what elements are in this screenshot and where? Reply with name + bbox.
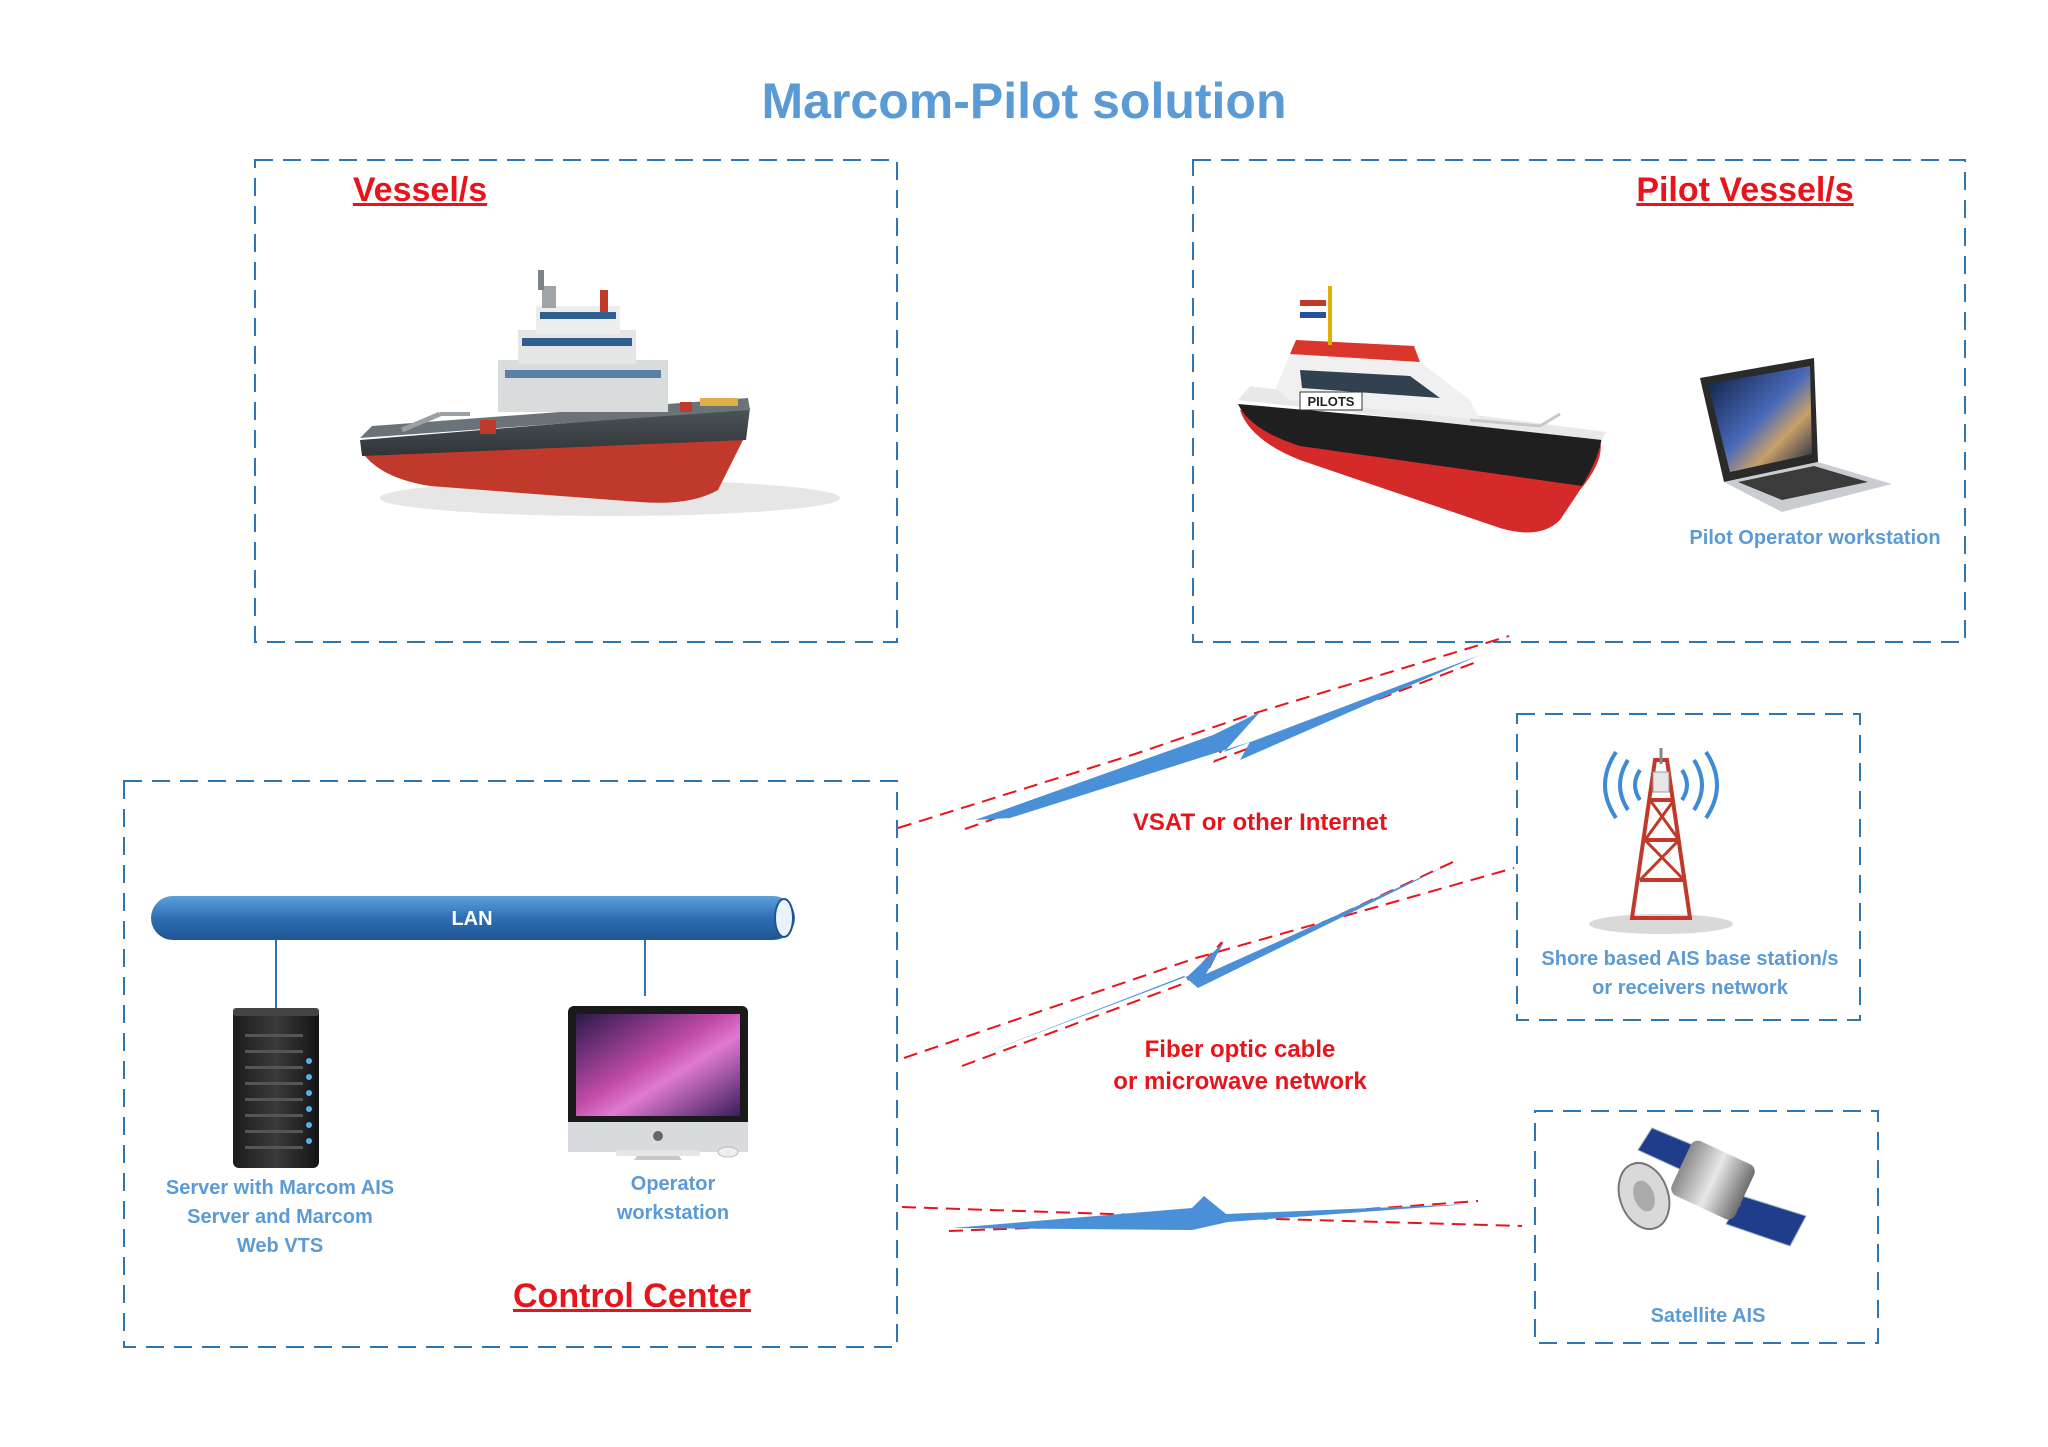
laptop-icon: [1700, 358, 1892, 512]
pilot-vessel-box: [1192, 159, 1966, 643]
pilot-boat-icon: PILOTS: [1238, 286, 1606, 533]
satellite-icon: [1617, 1127, 1807, 1247]
page-title: Marcom-Pilot solution: [761, 73, 1287, 129]
fiber-link: [903, 861, 1515, 1067]
pilot-vessel-heading: Pilot Vessel/s: [1636, 171, 1854, 209]
control-center-heading: Control Center: [513, 1277, 751, 1315]
control-center-box: [123, 780, 898, 1348]
pilots-hull-label: PILOTS: [1308, 394, 1355, 409]
lan-bus: LAN: [151, 896, 795, 940]
operator-workstation-label: Operator workstation: [616, 1173, 730, 1224]
shore-station-label: Shore based AIS base station/s or receiv…: [1541, 948, 1839, 999]
vessel-heading: Vessel/s: [352, 171, 488, 209]
fiber-label: Fiber optic cable or microwave network: [1113, 1036, 1367, 1095]
server-label: Server with Marcom AIS Server and Marcom…: [165, 1177, 395, 1257]
satellite-box: [1534, 1110, 1879, 1344]
vsat-label: VSAT or other Internet: [1132, 809, 1388, 836]
satellite-label: Satellite AIS: [1650, 1305, 1766, 1327]
vsat-link: [897, 635, 1510, 830]
shore-station-box: [1516, 713, 1861, 1021]
cargo-ship-icon: [360, 270, 840, 516]
pilot-workstation-label: Pilot Operator workstation: [1689, 527, 1941, 549]
vessel-box: [254, 159, 898, 643]
satellite-link: [901, 1196, 1523, 1232]
radio-tower-icon: [1589, 748, 1733, 934]
server-icon: [233, 1008, 319, 1168]
desktop-computer-icon: [568, 1006, 748, 1160]
lan-label: LAN: [451, 908, 492, 930]
